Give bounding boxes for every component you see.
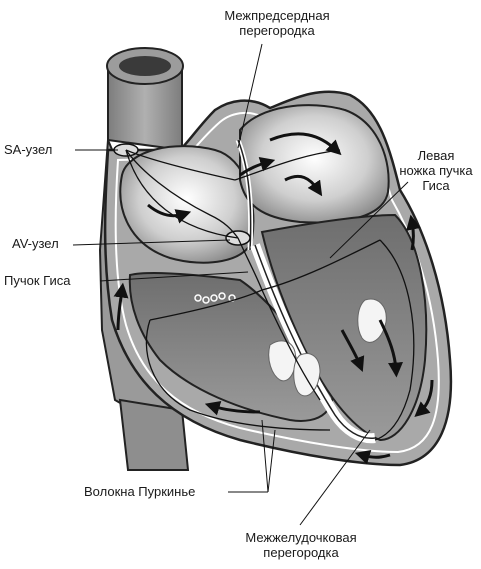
label-interatrial-septum-line1: Межпредсердная xyxy=(202,8,352,23)
label-left-bundle-line3: Гиса xyxy=(394,178,478,193)
label-interatrial-septum: Межпредсердная перегородка xyxy=(202,8,352,38)
label-purkinje-fibers-text: Волокна Пуркинье xyxy=(84,484,195,499)
label-bundle-of-his-text: Пучок Гиса xyxy=(4,273,70,288)
label-left-bundle-branch: Левая ножка пучка Гиса xyxy=(394,148,478,193)
label-av-node-text: AV-узел xyxy=(12,236,59,251)
superior-vena-cava xyxy=(107,48,183,150)
label-interatrial-septum-line2: перегородка xyxy=(202,23,352,38)
label-interventricular-line1: Межжелудочковая xyxy=(226,530,376,545)
label-left-bundle-line2: ножка пучка xyxy=(394,163,478,178)
label-sa-node-text: SA-узел xyxy=(4,142,52,157)
label-bundle-of-his: Пучок Гиса xyxy=(4,273,70,288)
label-av-node: AV-узел xyxy=(12,236,59,251)
label-left-bundle-line1: Левая xyxy=(394,148,478,163)
label-sa-node: SA-узел xyxy=(4,142,52,157)
label-interventricular-septum: Межжелудочковая перегородка xyxy=(226,530,376,560)
label-interventricular-line2: перегородка xyxy=(226,545,376,560)
label-purkinje-fibers: Волокна Пуркинье xyxy=(84,484,195,499)
